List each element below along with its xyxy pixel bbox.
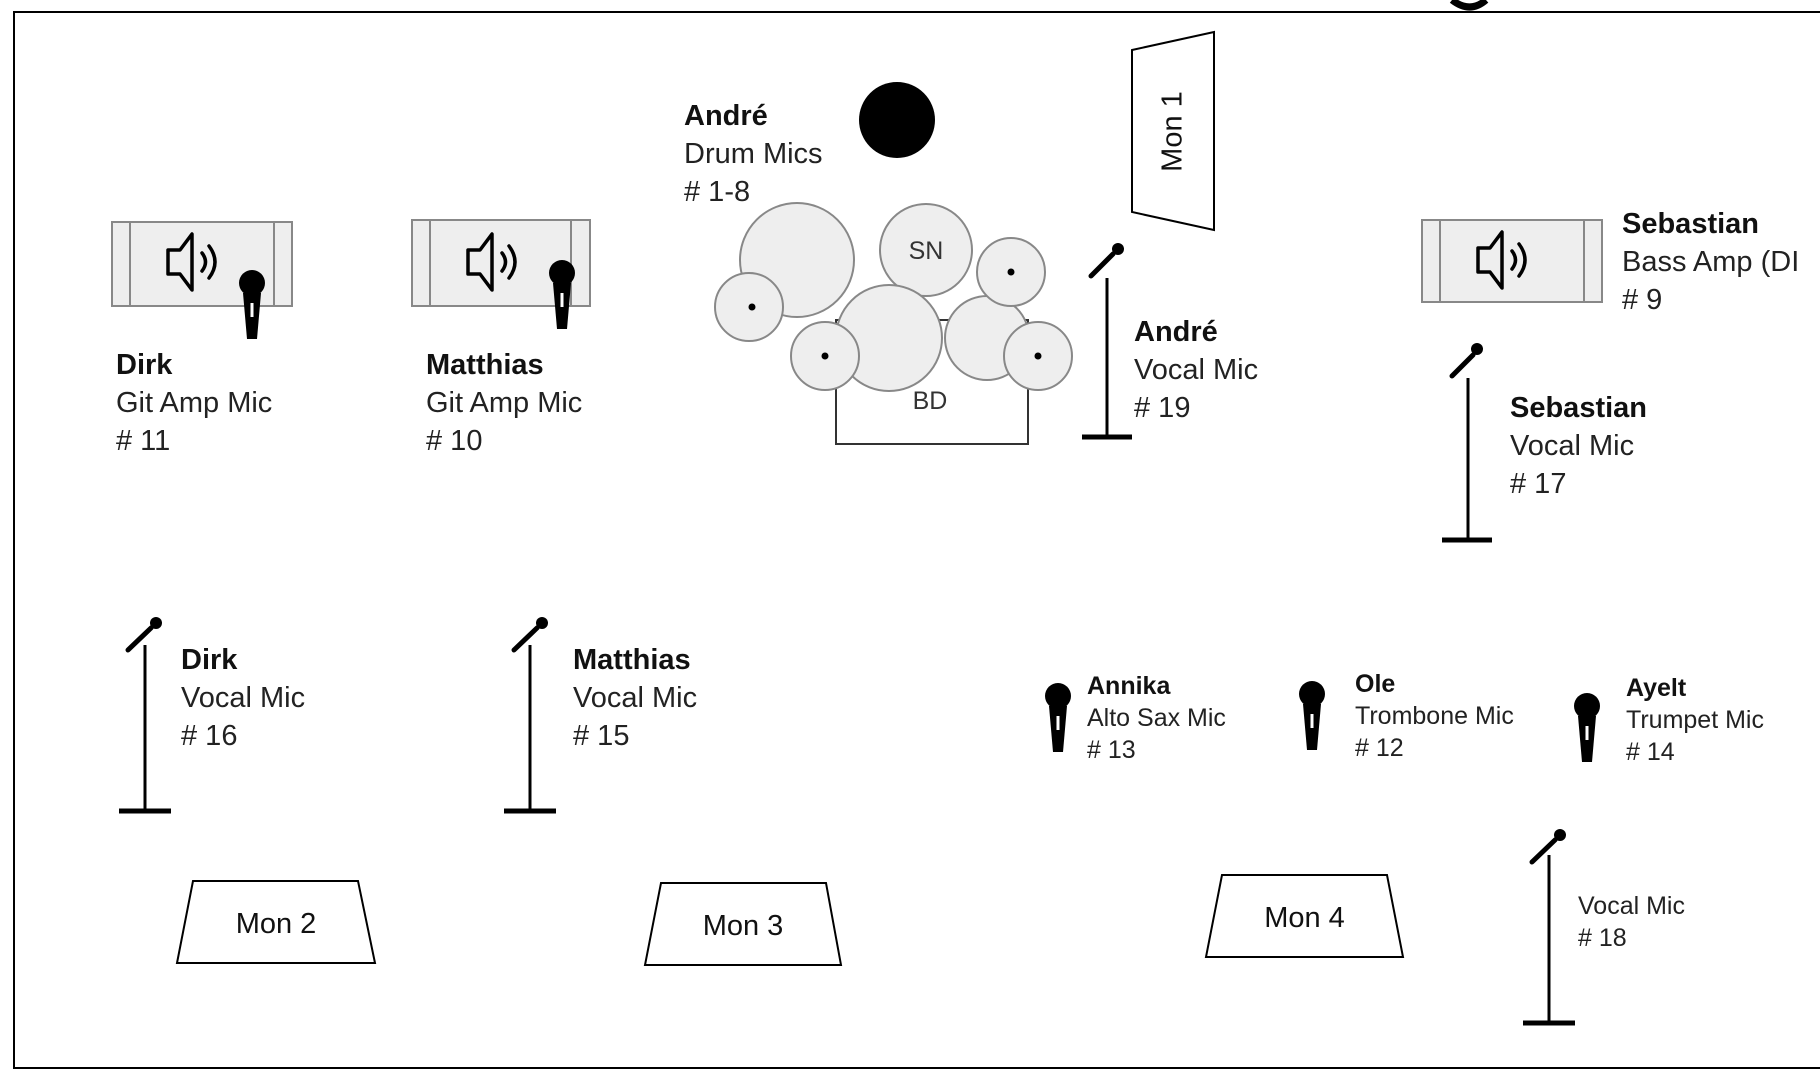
channel-number: # 1-8 <box>684 176 751 208</box>
monitor-1[interactable] <box>1131 30 1215 232</box>
channel-number: # 10 <box>426 425 483 457</box>
monitor-2[interactable] <box>175 880 377 964</box>
stage-border <box>13 11 1820 1069</box>
channel-number: # 11 <box>116 425 171 457</box>
channel-number: # 13 <box>1087 736 1136 764</box>
musician-name: Matthias <box>426 349 544 381</box>
channel-number: # 9 <box>1622 284 1663 316</box>
sebastian-vocal-mic-stand[interactable] <box>1442 343 1492 543</box>
matthias-amp[interactable] <box>411 219 591 331</box>
ole-microphone-icon[interactable] <box>1297 679 1327 752</box>
musician-name: André <box>684 100 768 132</box>
channel-number: # 16 <box>181 720 238 752</box>
andre-vocal-mic-stand[interactable] <box>1082 243 1132 440</box>
dirk-vocal-label: Dirk Vocal Mic # 16 <box>181 646 305 760</box>
input-description: Vocal Mic <box>573 682 698 714</box>
ayelt-microphone-icon[interactable] <box>1572 691 1602 764</box>
dirk-vocal-mic-stand[interactable] <box>119 617 171 814</box>
musician-name: André <box>1134 316 1218 348</box>
channel-number: # 12 <box>1355 734 1404 762</box>
bass-drum-label: BD <box>912 387 948 415</box>
monitor-4[interactable] <box>1204 874 1405 958</box>
annika-label: Annika Alto Sax Mic # 13 <box>1087 674 1226 770</box>
andre-drums-label: André Drum Mics # 1-8 <box>684 102 823 216</box>
dirk-amp-label: Dirk Git Amp Mic # 11 <box>116 351 272 465</box>
monitor-1-label: Mon 1 <box>1156 91 1189 172</box>
monitor-3-label: Mon 3 <box>702 910 784 942</box>
matthias-vocal-label: Matthias Vocal Mic # 15 <box>573 646 697 760</box>
sebastian-bass-label: Sebastian Bass Amp (DI # 9 <box>1622 210 1799 324</box>
matthias-amp-label: Matthias Git Amp Mic # 10 <box>426 351 582 465</box>
input-description: Bass Amp (DI <box>1622 246 1800 278</box>
ayelt-label: Ayelt Trumpet Mic # 14 <box>1626 676 1764 772</box>
ole-label: Ole Trombone Mic # 12 <box>1355 672 1514 768</box>
sebastian-bass-amp[interactable] <box>1421 219 1603 303</box>
channel-number: # 15 <box>573 720 630 752</box>
andre-vocal-label: André Vocal Mic # 19 <box>1134 318 1258 432</box>
input-description: Vocal Mic <box>1578 892 1685 920</box>
input-description: Vocal Mic <box>1510 430 1635 462</box>
channel-number: # 18 <box>1578 924 1627 952</box>
input-description: Trombone Mic <box>1355 702 1514 730</box>
musician-name: Sebastian <box>1622 208 1759 240</box>
musician-name: Annika <box>1087 672 1171 700</box>
channel-number: # 19 <box>1134 392 1191 424</box>
musician-name: Dirk <box>116 349 173 381</box>
input-description: Git Amp Mic <box>116 387 273 419</box>
input-description: Vocal Mic <box>181 682 306 714</box>
extra-vocal-label: Vocal Mic # 18 <box>1578 894 1685 958</box>
musician-name: Ole <box>1355 670 1396 698</box>
musician-name: Ayelt <box>1626 674 1687 702</box>
input-description: Alto Sax Mic <box>1087 704 1226 732</box>
annika-microphone-icon[interactable] <box>1043 681 1073 754</box>
channel-number: # 17 <box>1510 468 1567 500</box>
input-description: Trumpet Mic <box>1626 706 1764 734</box>
title-fragment <box>1449 0 1489 11</box>
snare-drum <box>879 203 973 297</box>
musician-name: Matthias <box>573 644 691 676</box>
drum-kit[interactable] <box>714 82 1073 445</box>
sebastian-vocal-label: Sebastian Vocal Mic # 17 <box>1510 394 1647 508</box>
matthias-vocal-mic-stand[interactable] <box>504 617 556 814</box>
monitor-2-label: Mon 2 <box>235 908 317 940</box>
musician-name: Dirk <box>181 644 238 676</box>
monitor-4-label: Mon 4 <box>1264 902 1345 934</box>
extra-vocal-mic-stand[interactable] <box>1523 829 1575 1026</box>
musician-name: Sebastian <box>1510 392 1647 424</box>
riser-cymbal <box>859 82 935 158</box>
monitor-3[interactable] <box>643 882 843 966</box>
snare-label: SN <box>908 237 944 265</box>
channel-number: # 14 <box>1626 738 1675 766</box>
input-description: Vocal Mic <box>1134 354 1259 386</box>
input-description: Git Amp Mic <box>426 387 583 419</box>
dirk-amp[interactable] <box>111 221 293 341</box>
input-description: Drum Mics <box>684 138 823 170</box>
